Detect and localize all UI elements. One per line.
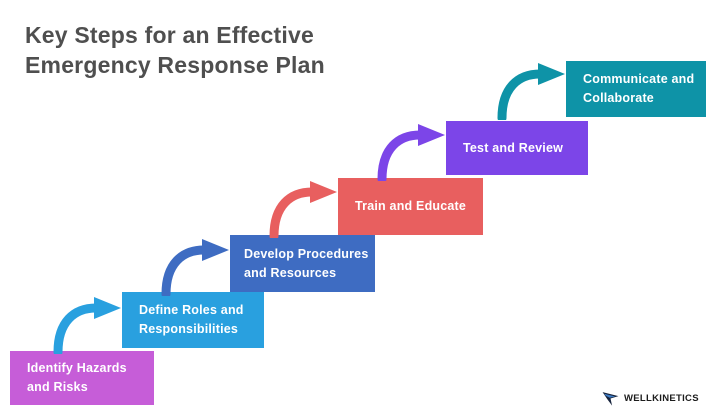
page-title: Key Steps for an Effective Emergency Res… [25, 20, 325, 80]
step-box-define-roles: Define Roles and Responsibilities [122, 292, 264, 348]
curved-arrow-icon-step2-to-step3 [156, 238, 230, 296]
step-label-line: and Risks [27, 380, 88, 394]
step-label-line: Responsibilities [139, 322, 239, 336]
wellkinetics-logo-text: WELLKINETICS [624, 393, 699, 404]
curved-arrow-icon-step3-to-step4 [264, 180, 338, 238]
curved-arrow-icon-step4-to-step5 [372, 123, 446, 181]
step-box-communicate-collaborate: Communicate and Collaborate [566, 61, 706, 117]
step-label-line: and Resources [244, 265, 337, 280]
step-label-line: Test and Review [463, 140, 564, 155]
bird-swoosh-icon [602, 392, 619, 406]
step-label-line: Develop Procedures [244, 246, 369, 261]
step-box-train-educate: Train and Educate [338, 178, 483, 235]
step-label-line: Train and Educate [355, 199, 467, 213]
curved-arrow-icon-step1-to-step2 [48, 296, 122, 354]
page-title-line-2: Emergency Response Plan [25, 52, 325, 78]
step-box-develop-procedures: Develop Procedures and Resources [230, 235, 375, 292]
step-label-line: Identify Hazards [27, 361, 127, 375]
step-label-line: Define Roles and [139, 303, 244, 317]
curved-arrow-icon-step5-to-step6 [492, 62, 566, 120]
step-box-test-review: Test and Review [446, 121, 588, 175]
step-label-line: Collaborate [583, 91, 654, 105]
page-title-line-1: Key Steps for an Effective [25, 22, 314, 48]
step-label-line: Communicate and [583, 72, 695, 86]
wellkinetics-logo: WELLKINETICS [601, 389, 699, 408]
step-box-identify-hazards: Identify Hazards and Risks [10, 351, 154, 405]
